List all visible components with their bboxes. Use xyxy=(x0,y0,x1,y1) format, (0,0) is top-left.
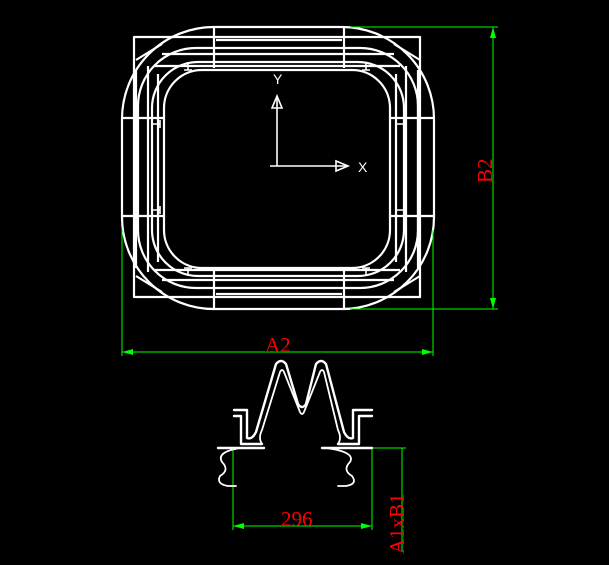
w296-arrow-left xyxy=(233,523,244,529)
corrugated-profile-outer xyxy=(232,359,374,440)
clip-top-left xyxy=(184,62,192,71)
section-view xyxy=(216,359,374,487)
outer-square-frame xyxy=(132,35,422,299)
a2-arrow-right xyxy=(422,349,433,355)
dimension-lines xyxy=(121,26,498,552)
corrugated-profile-inner xyxy=(232,414,374,446)
w296-arrow-right xyxy=(361,523,372,529)
inner-opening xyxy=(162,68,392,270)
plan-view xyxy=(120,25,436,311)
outer-rounded-frame xyxy=(120,25,436,311)
y-axis-arrow xyxy=(270,93,284,109)
clip-left-top xyxy=(152,120,161,128)
b2-arrow-top xyxy=(490,27,496,38)
corner-diagonal-br xyxy=(393,275,421,293)
third-rounded-frame xyxy=(150,60,406,278)
clip-left-bottom xyxy=(152,206,161,214)
x-axis-label: X xyxy=(358,159,368,175)
clip-right-top xyxy=(395,120,404,128)
corner-diagonal-bl xyxy=(135,275,163,293)
corner-diagonal-tr xyxy=(393,43,421,61)
left-hook-clip xyxy=(218,447,241,487)
right-hook-clip xyxy=(325,447,355,487)
dimension-a2: A2 xyxy=(265,333,291,357)
clip-bottom-right xyxy=(362,267,370,276)
clip-right-bottom xyxy=(395,206,404,214)
dimension-arrows xyxy=(122,27,496,529)
dimension-b2: B2 xyxy=(473,158,497,183)
ucs-axes xyxy=(270,93,351,173)
corner-diagonal-tl xyxy=(135,43,163,61)
x-axis-arrow xyxy=(335,159,351,173)
clip-top-right xyxy=(362,62,370,71)
y-axis-label: Y xyxy=(273,71,283,87)
a2-arrow-left xyxy=(122,349,133,355)
dimension-a1xb1: A1xB1 xyxy=(385,493,409,554)
clip-bottom-left xyxy=(184,267,192,276)
corrugated-profile-inner-waves xyxy=(259,369,341,445)
dimension-296: 296 xyxy=(281,507,313,531)
b2-arrow-bottom xyxy=(490,298,496,309)
